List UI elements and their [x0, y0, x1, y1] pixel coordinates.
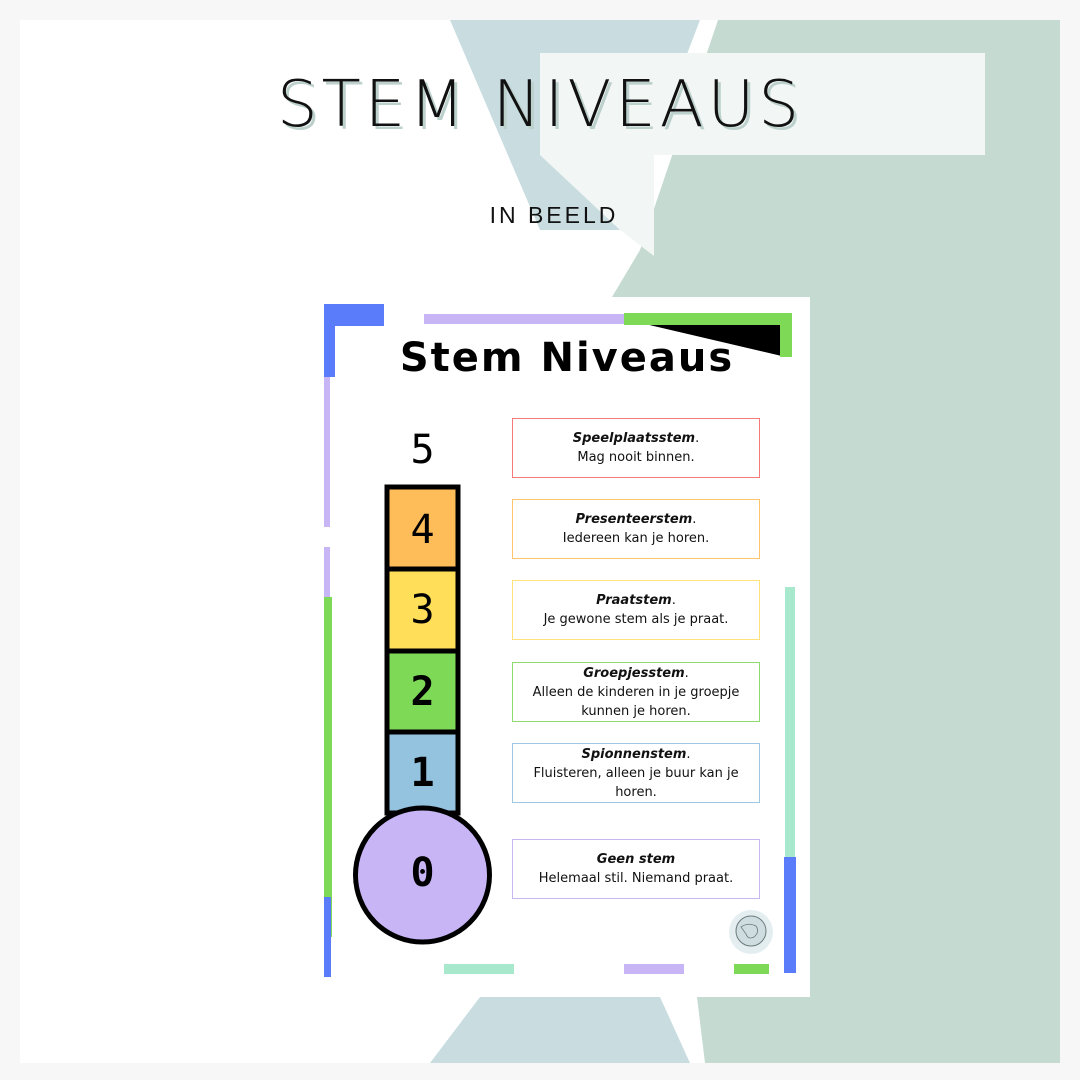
poster-title: Stem Niveaus	[399, 335, 735, 381]
level-4-number: 4	[410, 507, 435, 553]
level-1-segment	[384, 729, 461, 816]
level-name: Geen stem	[596, 852, 676, 867]
level-name: Praatstem	[596, 593, 672, 608]
punct: .	[695, 431, 700, 446]
punct: .	[684, 665, 689, 681]
level-desc: Mag nooit binnen.	[577, 450, 695, 465]
globe-logo	[729, 910, 773, 954]
level-name: Groepjesstem	[583, 665, 685, 681]
level-2-number: 2	[410, 669, 435, 715]
level-name: Presenteerstem	[575, 512, 693, 527]
level-3-box: Praatstem. Je gewone stem als je praat.	[512, 580, 760, 640]
level-name: Speelplaatsstem	[572, 431, 696, 446]
level-4-segment	[384, 484, 461, 572]
level-0-number: 0	[410, 850, 435, 896]
level-5-box: Speelplaatsstem. Mag nooit binnen.	[512, 418, 760, 478]
poster: Stem Niveaus 5 4 3 2 1 0 Speelplaatsstem…	[324, 297, 810, 997]
level-desc: Alleen de kinderen in je groepje kunnen …	[532, 684, 740, 719]
level-5-number: 5	[410, 427, 435, 473]
page-title: STEM NIVEAUS	[277, 68, 803, 142]
page-subtitle: IN BEELD	[489, 202, 619, 228]
level-1-number: 1	[410, 750, 435, 796]
level-3-number: 3	[410, 587, 435, 633]
thermometer	[353, 484, 492, 945]
level-0-bulb	[353, 805, 492, 945]
level-name: Spionnenstem	[581, 746, 687, 762]
punct: .	[692, 512, 697, 527]
level-desc: Je gewone stem als je praat.	[543, 612, 729, 627]
level-desc: Helemaal stil. Niemand praat.	[538, 871, 734, 886]
level-4-box: Presenteerstem. Iedereen kan je horen.	[512, 499, 760, 559]
poster-frame	[324, 304, 796, 977]
level-1-box: Spionnenstem. Fluisteren, alleen je buur…	[512, 743, 760, 803]
level-0-box: Geen stem Helemaal stil. Niemand praat.	[512, 839, 760, 899]
level-2-box: Groepjesstem. Alleen de kinderen in je g…	[512, 662, 760, 722]
level-desc: Fluisteren, alleen je buur kan je horen.	[533, 765, 739, 800]
punct: .	[686, 746, 691, 762]
punct: .	[671, 593, 676, 608]
level-desc: Iedereen kan je horen.	[562, 531, 710, 546]
